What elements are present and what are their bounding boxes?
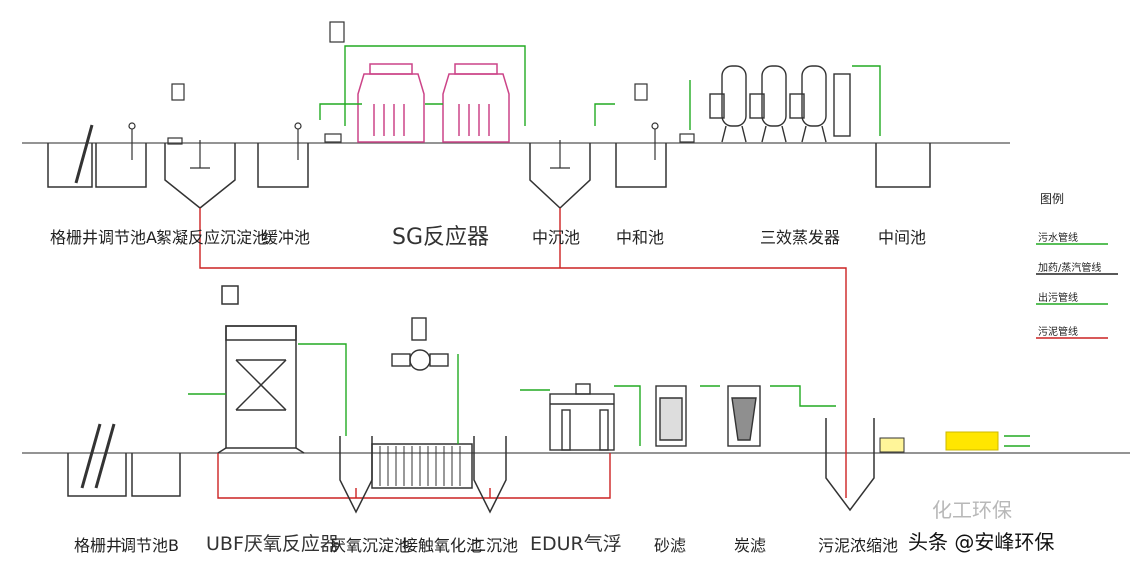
label-bottom-4: 接触氧化池 — [402, 536, 483, 555]
top-sludge-line — [199, 208, 847, 420]
bottom-anaerobic-settler — [339, 436, 373, 514]
label-top-6: 中和池 — [616, 228, 665, 247]
label-top-3: 缓冲池 — [262, 228, 311, 247]
label-top-0: 格栅井 — [50, 228, 99, 247]
legend-item-3: 污泥管线 — [1038, 327, 1078, 338]
blower-icon — [391, 317, 449, 371]
watermark-credit: 头条 @安峰环保 — [908, 530, 1055, 554]
bottom-adjust-tank-b — [131, 453, 181, 497]
label-bottom-6: EDUR气浮 — [530, 533, 622, 555]
edur-flotation — [549, 383, 615, 451]
label-bottom-2: UBF厌氧反应器 — [206, 533, 339, 555]
bottom-sludge-line — [217, 453, 611, 499]
top-intermediate-tank — [875, 143, 931, 188]
effluent-tank-icon — [945, 431, 999, 451]
label-top-8: 中间池 — [878, 228, 927, 247]
top-adjust-tank-a — [95, 143, 147, 188]
watermark-source: 化工环保 — [932, 498, 1012, 522]
legend-item-2: 出污管线 — [1038, 293, 1078, 304]
carbon-filter — [727, 385, 761, 447]
label-top-1: 调节池A — [98, 228, 157, 247]
sg-reactor-1 — [357, 63, 425, 143]
legend-title: 图例 — [1040, 192, 1065, 206]
label-top-4: SG反应器 — [392, 225, 490, 250]
top-neutral-tank — [615, 143, 667, 188]
label-top-7: 三效蒸发器 — [760, 228, 841, 247]
label-bottom-8: 炭滤 — [734, 536, 767, 555]
label-bottom-9: 污泥浓缩池 — [818, 536, 899, 555]
sg-reactor-2 — [442, 63, 510, 143]
label-bottom-7: 砂滤 — [654, 536, 687, 555]
contact-oxidation-tank — [371, 443, 473, 489]
ubf-reactor — [217, 285, 305, 454]
sand-filter — [655, 385, 687, 447]
three-effect-evaporator — [709, 65, 851, 143]
label-top-5: 中沉池 — [532, 228, 581, 247]
top-screen-icon — [74, 124, 94, 184]
label-bottom-5: 二沉池 — [470, 536, 519, 555]
bottom-grille-well — [67, 453, 127, 497]
bottom-sludge-thickener — [825, 418, 875, 512]
top-grille-well — [47, 143, 93, 188]
label-bottom-0: 格栅井 — [74, 536, 123, 555]
bottom-secondary-settler — [473, 436, 507, 514]
legend-item-0: 污水管线 — [1038, 233, 1078, 244]
label-top-2: 絮凝反应沉淀池 — [156, 228, 269, 247]
top-buffer-tank — [257, 143, 309, 188]
label-bottom-3: 厌氧沉淀池 — [330, 536, 411, 555]
legend-item-1: 加药/蒸汽管线 — [1038, 263, 1102, 274]
label-bottom-1: 调节池B — [120, 536, 179, 555]
